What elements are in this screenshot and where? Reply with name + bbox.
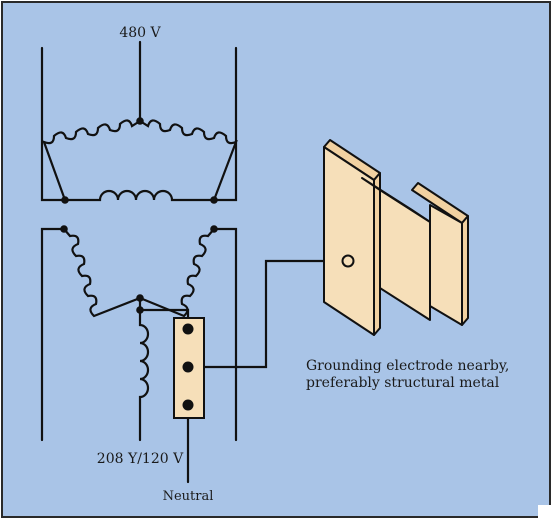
junction-dots	[60, 117, 218, 411]
wiring	[40, 40, 344, 484]
beam-web	[379, 189, 431, 321]
neutral-bond-wire	[138, 296, 190, 324]
primary-left-leg	[40, 46, 67, 202]
corner-cutout	[538, 505, 552, 519]
primary-right-leg	[212, 46, 238, 202]
primary-winding-right	[138, 119, 238, 202]
junction-dot	[136, 306, 144, 314]
secondary-voltage-label: 208 Y/120 V	[97, 451, 184, 467]
junction-dot	[210, 225, 218, 233]
neutral-label: Neutral	[163, 489, 214, 504]
primary-winding-bottom	[63, 189, 216, 202]
primary-winding-left	[42, 119, 142, 202]
electrode-caption-line1: Grounding electrode nearby,	[306, 358, 509, 374]
beam-back-flange-front	[429, 204, 463, 326]
junction-dot	[60, 225, 68, 233]
electrode-connection-point	[341, 254, 355, 268]
junction-dot	[61, 196, 69, 204]
terminal-screw	[182, 399, 194, 411]
structural-steel-beam	[323, 139, 469, 336]
secondary-left-leg	[40, 227, 66, 442]
terminal-screw	[182, 323, 194, 335]
junction-dot	[136, 294, 144, 302]
junction-dot	[136, 117, 144, 125]
secondary-winding-right	[138, 227, 216, 318]
beam-flange-front	[323, 146, 375, 336]
secondary-right-leg	[212, 227, 238, 442]
junction-dot	[210, 196, 218, 204]
secondary-winding-left	[62, 227, 142, 318]
secondary-winding-lower	[138, 308, 150, 442]
primary-voltage-label: 480 V	[119, 25, 161, 41]
grounding-electrode-conductor	[186, 259, 344, 369]
terminal-screw	[182, 361, 194, 373]
electrode-caption-line2: preferably structural metal	[306, 375, 500, 391]
